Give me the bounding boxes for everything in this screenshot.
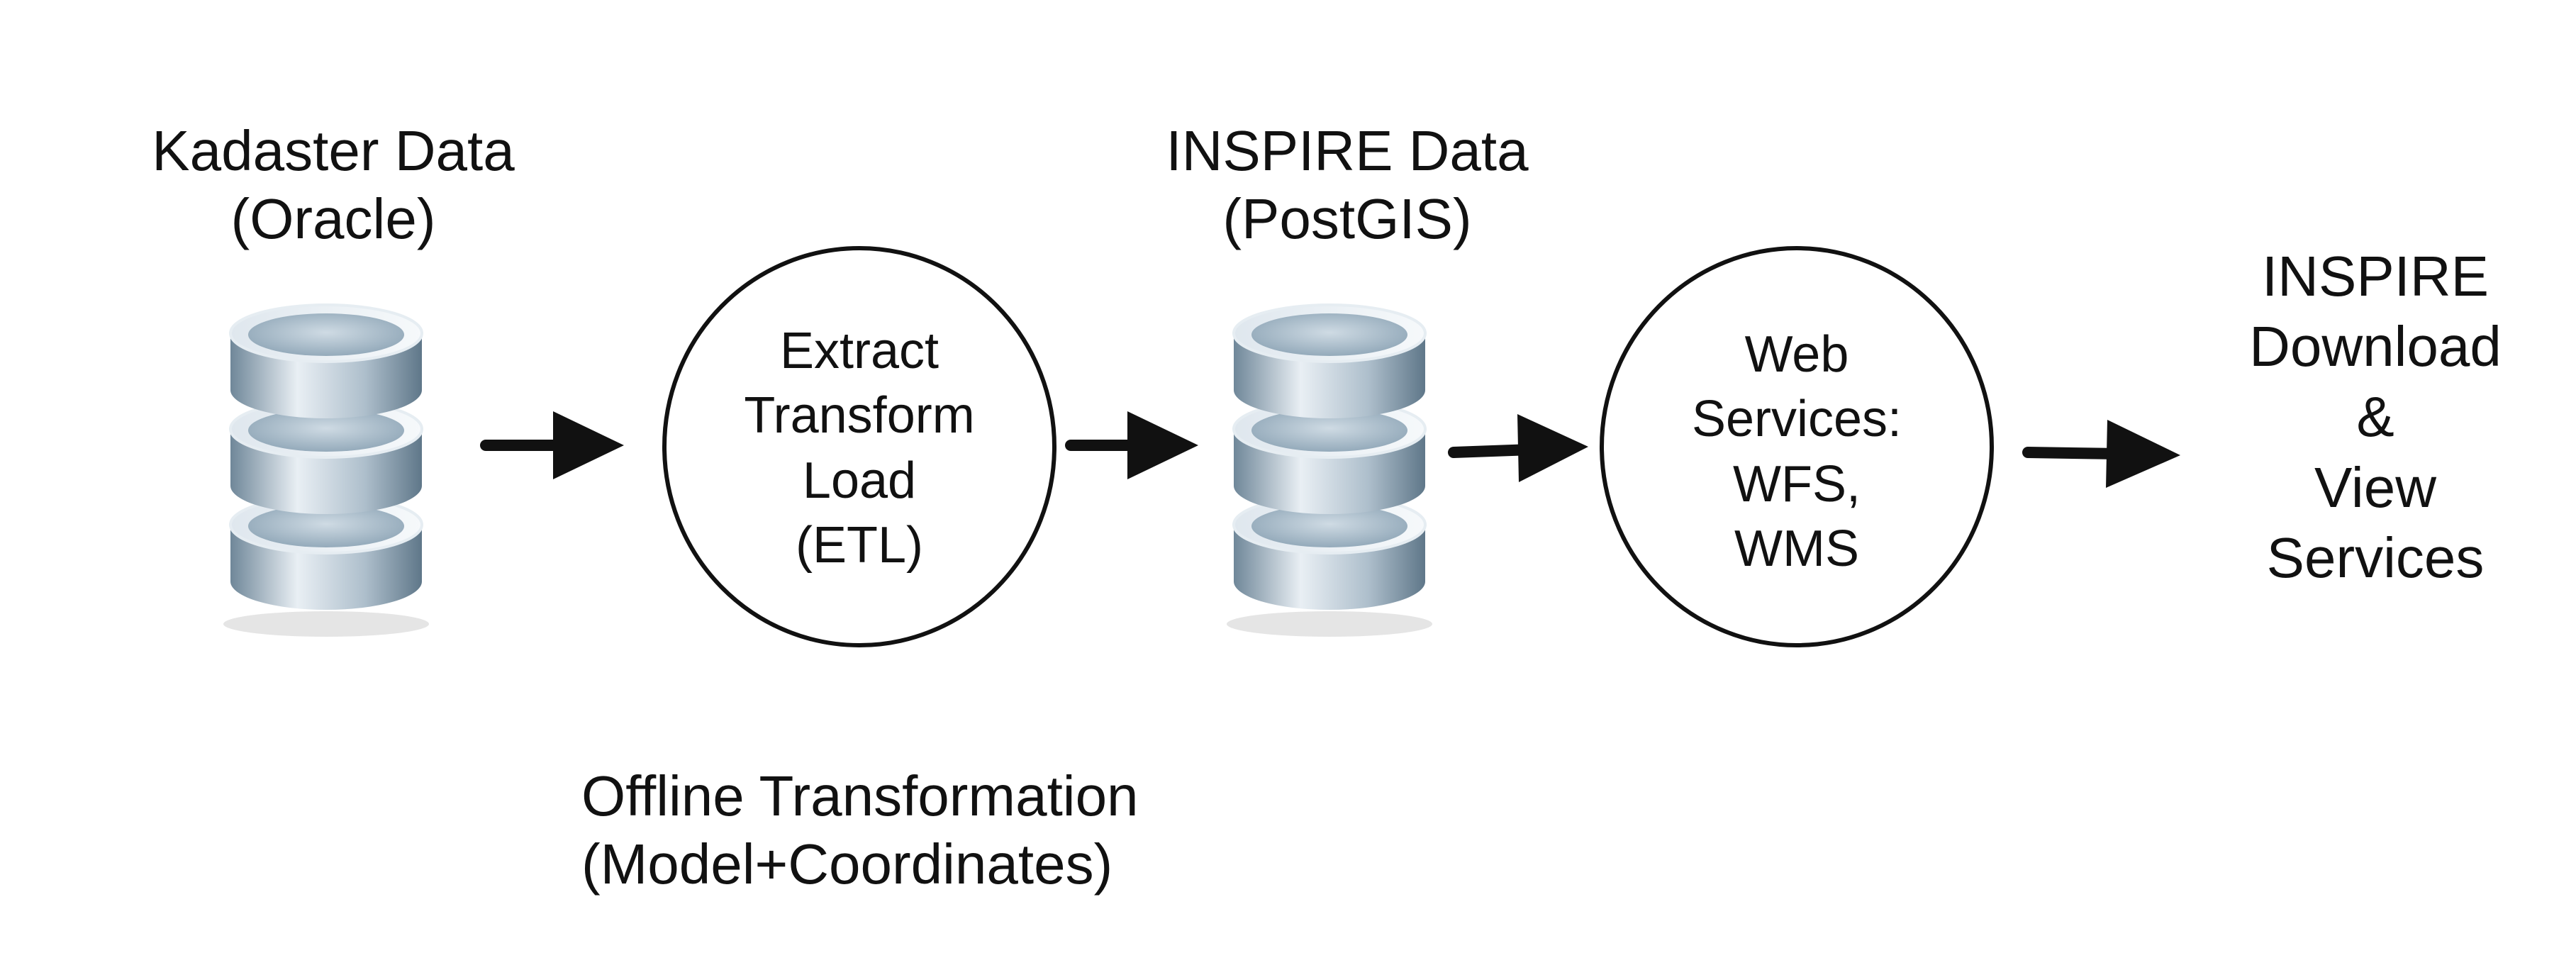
arrow-kadaster-to-etl bbox=[480, 411, 624, 479]
inspire-services-line-services: Services bbox=[2266, 525, 2485, 589]
inspire-data-title: INSPIRE Data bbox=[1166, 119, 1529, 182]
web-services-line-wms: WMS bbox=[1734, 520, 1859, 578]
inspire-services-label: INSPIRE Download & View Services bbox=[2198, 241, 2553, 593]
inspire-services-line-view: View bbox=[2314, 455, 2436, 519]
database-icon-inspire bbox=[1227, 303, 1432, 637]
kadaster-data-subtitle: (Oracle) bbox=[230, 187, 436, 250]
model-coordinates-line: (Model+Coordinates) bbox=[581, 832, 1113, 896]
etl-line-etl: (ETL) bbox=[796, 517, 923, 574]
arrow-etl-to-inspire-data bbox=[1065, 411, 1198, 479]
web-services-line-web: Web bbox=[1744, 326, 1849, 383]
database-icon-kadaster bbox=[223, 303, 429, 637]
inspire-data-label: INSPIRE Data (PostGIS) bbox=[1127, 117, 1567, 253]
web-services-label: Web Services: WFS, WMS bbox=[1619, 323, 1974, 582]
etl-line-load: Load bbox=[802, 452, 917, 509]
web-services-line-services: Services: bbox=[1691, 391, 1902, 448]
offline-transformation-note: Offline Transformation (Model+Coordinate… bbox=[581, 762, 1139, 898]
inspire-services-line-download: Download bbox=[2249, 315, 2502, 379]
kadaster-data-title: Kadaster Data bbox=[152, 119, 515, 182]
etl-line-extract: Extract bbox=[779, 323, 939, 379]
arrow-web-services-to-inspire-services bbox=[2022, 420, 2180, 488]
inspire-data-subtitle: (PostGIS) bbox=[1222, 187, 1472, 250]
arrow-inspire-data-to-web-services bbox=[1448, 414, 1588, 482]
etl-process-circle bbox=[662, 246, 1056, 647]
etl-process-label: Extract Transform Load (ETL) bbox=[682, 319, 1037, 579]
offline-transformation-line: Offline Transformation bbox=[581, 764, 1139, 827]
inspire-services-line-inspire: INSPIRE bbox=[2261, 245, 2489, 308]
web-services-process-circle bbox=[1600, 246, 1994, 647]
kadaster-data-label: Kadaster Data (Oracle) bbox=[113, 117, 553, 253]
web-services-line-wfs: WFS, bbox=[1733, 455, 1861, 513]
inspire-services-line-ampersand: & bbox=[2356, 385, 2394, 449]
etl-line-transform: Transform bbox=[744, 387, 975, 445]
